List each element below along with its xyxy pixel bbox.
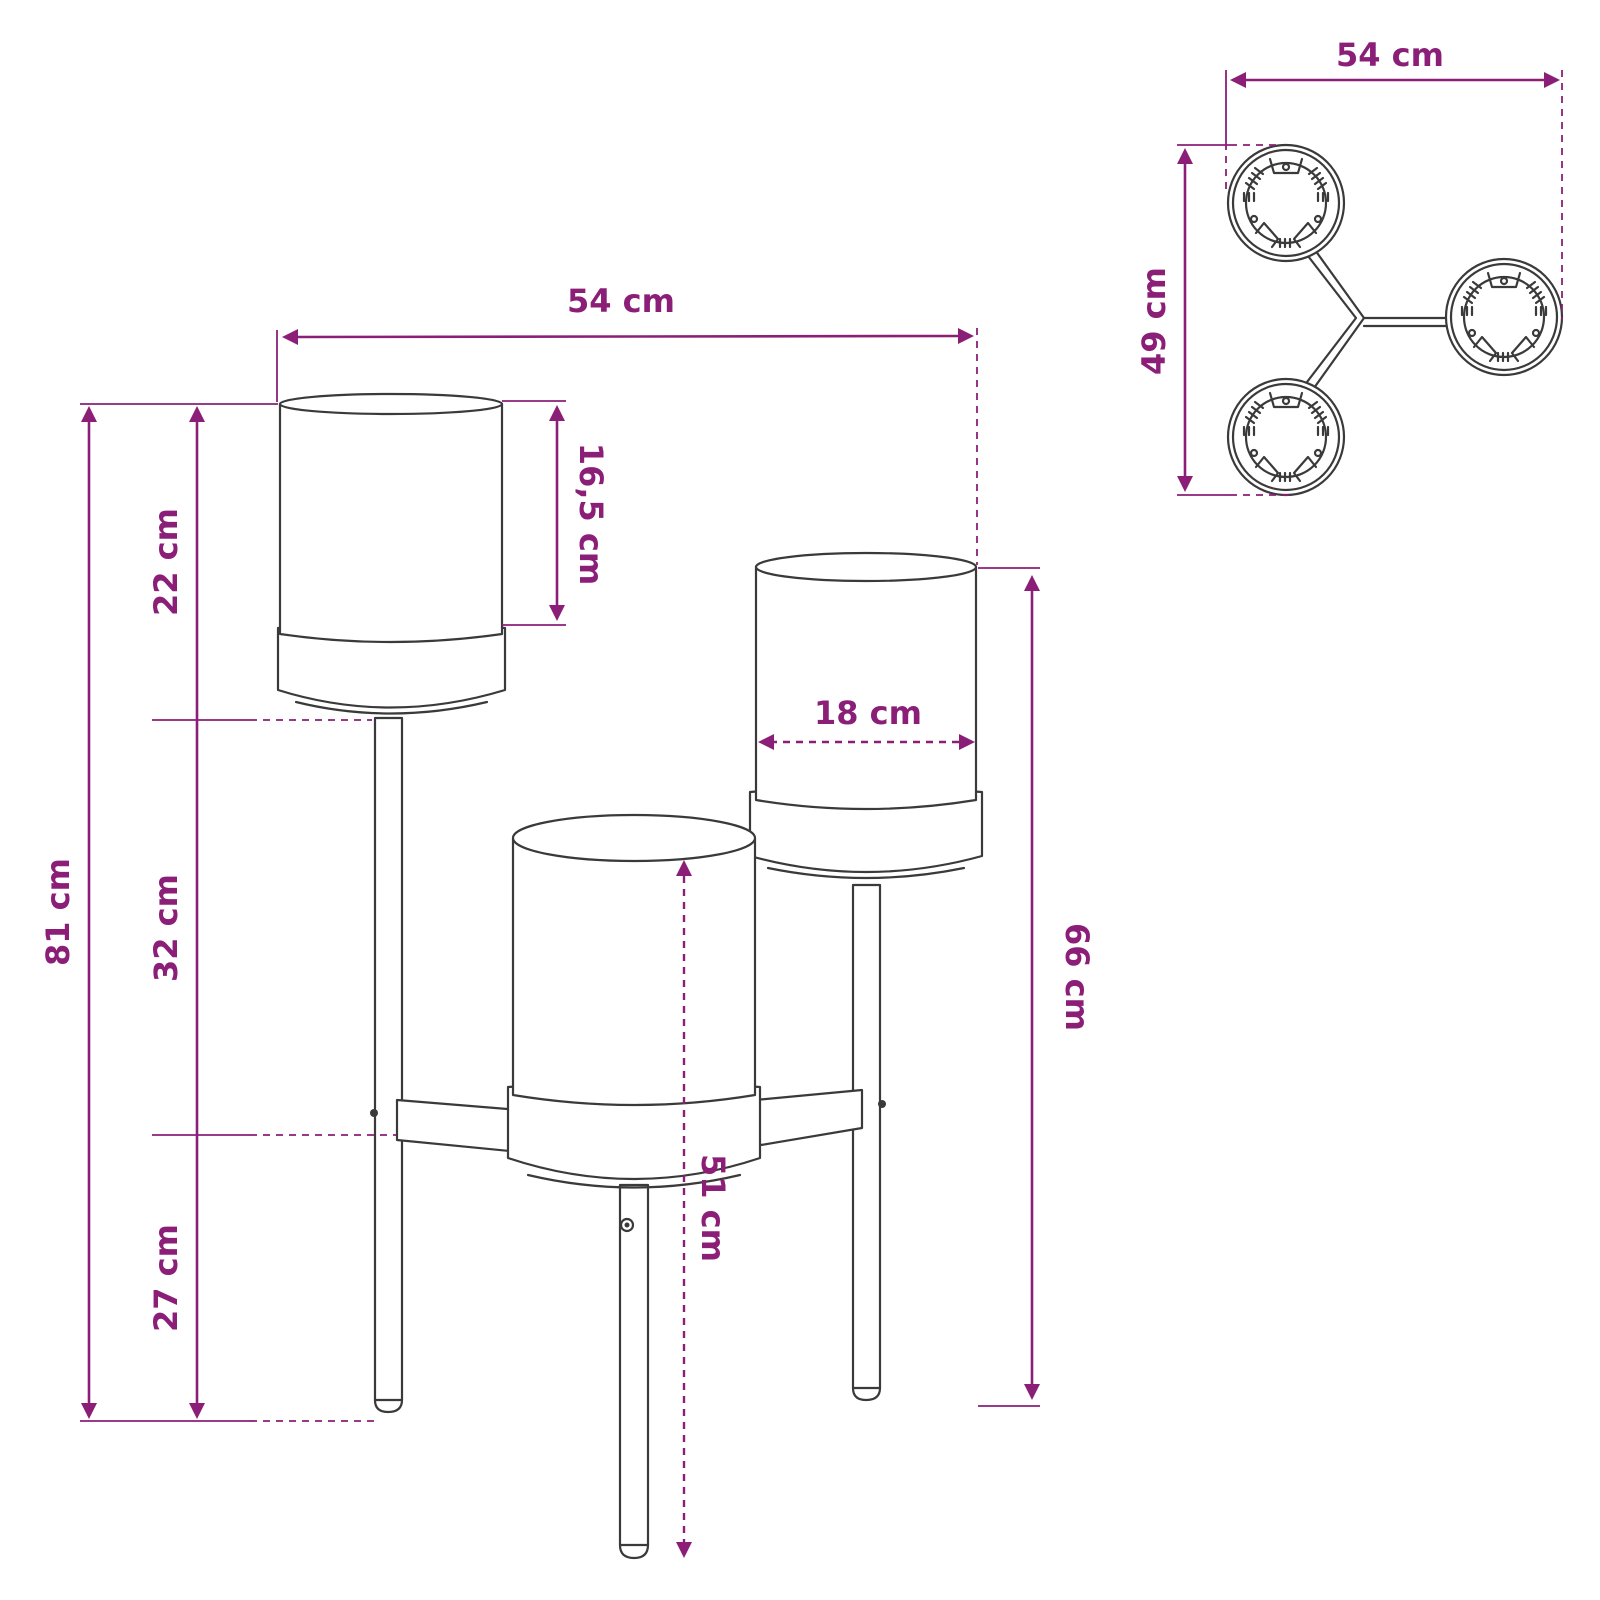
right-pot (748, 551, 984, 880)
dimension-lines (80, 70, 1563, 1558)
top-view-pot-2 (1444, 257, 1564, 377)
label-right-height: 66 cm (1058, 923, 1096, 1031)
label-center-height: 51 cm (694, 1154, 732, 1262)
label-upper-section: 22 cm (147, 508, 185, 616)
label-total-height: 81 cm (39, 858, 77, 966)
top-view (1226, 143, 1564, 497)
label-lower-section: 27 cm (147, 1224, 185, 1332)
right-leg (851, 883, 882, 1402)
center-pot (506, 813, 762, 1189)
label-top-width: 54 cm (1336, 36, 1444, 74)
label-front-width: 54 cm (567, 282, 675, 320)
top-view-pot-1 (1226, 143, 1346, 263)
front-view (276, 392, 984, 1560)
top-view-pot-3 (1226, 377, 1346, 497)
left-leg (373, 716, 404, 1414)
label-top-depth: 49 cm (1135, 267, 1173, 375)
left-pot (276, 392, 507, 715)
right-crossbar (753, 1088, 864, 1148)
left-crossbar (395, 1098, 522, 1154)
dimension-labels: 54 cm 54 cm 49 cm 81 cm 22 cm 32 cm 27 c… (39, 36, 1444, 1332)
label-middle-section: 32 cm (147, 874, 185, 982)
label-pot-diameter: 18 cm (814, 694, 922, 732)
label-pot-height: 16,5 cm (572, 443, 610, 585)
center-leg (618, 1183, 650, 1560)
center-leg-bolt (619, 1217, 635, 1233)
